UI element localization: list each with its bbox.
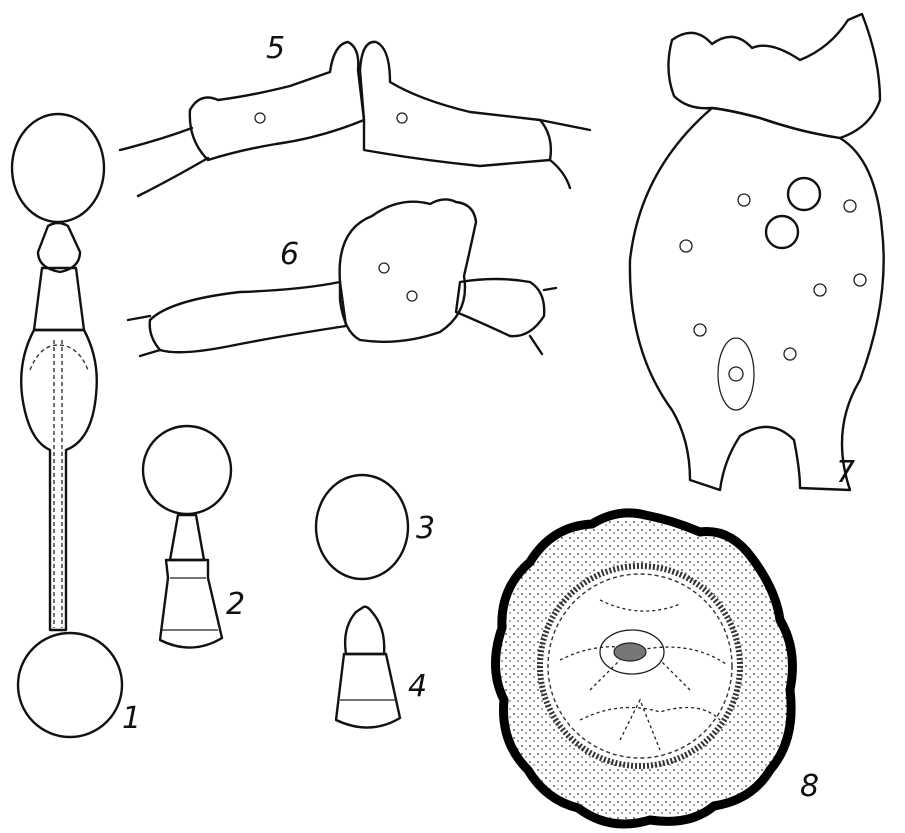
specimen-1-basal-vesicle [18, 633, 122, 737]
specimen-1-head [12, 114, 104, 222]
specimen-7-body [630, 108, 884, 490]
specimen-7-cell [630, 14, 884, 490]
label-3: 3 [416, 511, 435, 546]
specimen-3-spore [316, 475, 408, 579]
specimen-3-body [316, 475, 408, 579]
specimen-2-base [160, 560, 222, 648]
specimen-5-gametangium-right [360, 42, 551, 166]
specimen-1-canal [54, 340, 62, 628]
specimen-1-inner-wall [30, 345, 88, 370]
specimen-4-base [336, 654, 400, 728]
specimen-4-tip [345, 607, 384, 654]
specimen-6-swelling [340, 199, 476, 341]
specimen-2-neck [170, 515, 204, 560]
label-1: 1 [122, 701, 141, 736]
label-2: 2 [226, 587, 245, 622]
specimen-1-collar [38, 223, 80, 272]
specimen-1-stalk-upper [34, 268, 84, 330]
label-4: 4 [408, 669, 427, 704]
specimen-1-swelling [21, 330, 97, 630]
specimen-6-zygote-forming [128, 199, 556, 356]
specimen-1-sporangiophore [12, 114, 122, 737]
specimen-6-hypha-left [150, 282, 346, 352]
specimen-8-inner-ring [540, 566, 740, 766]
label-8: 8 [800, 769, 819, 804]
specimen-2-head [143, 426, 231, 514]
specimen-5-conjugation [120, 42, 590, 196]
label-7: 7 [836, 455, 855, 490]
label-6: 6 [280, 237, 299, 272]
specimen-6-hypha-right [456, 279, 544, 336]
specimen-2 [143, 426, 231, 648]
specimen-8-zygospore [495, 513, 792, 824]
specimen-4 [336, 607, 400, 728]
label-5: 5 [266, 31, 285, 66]
